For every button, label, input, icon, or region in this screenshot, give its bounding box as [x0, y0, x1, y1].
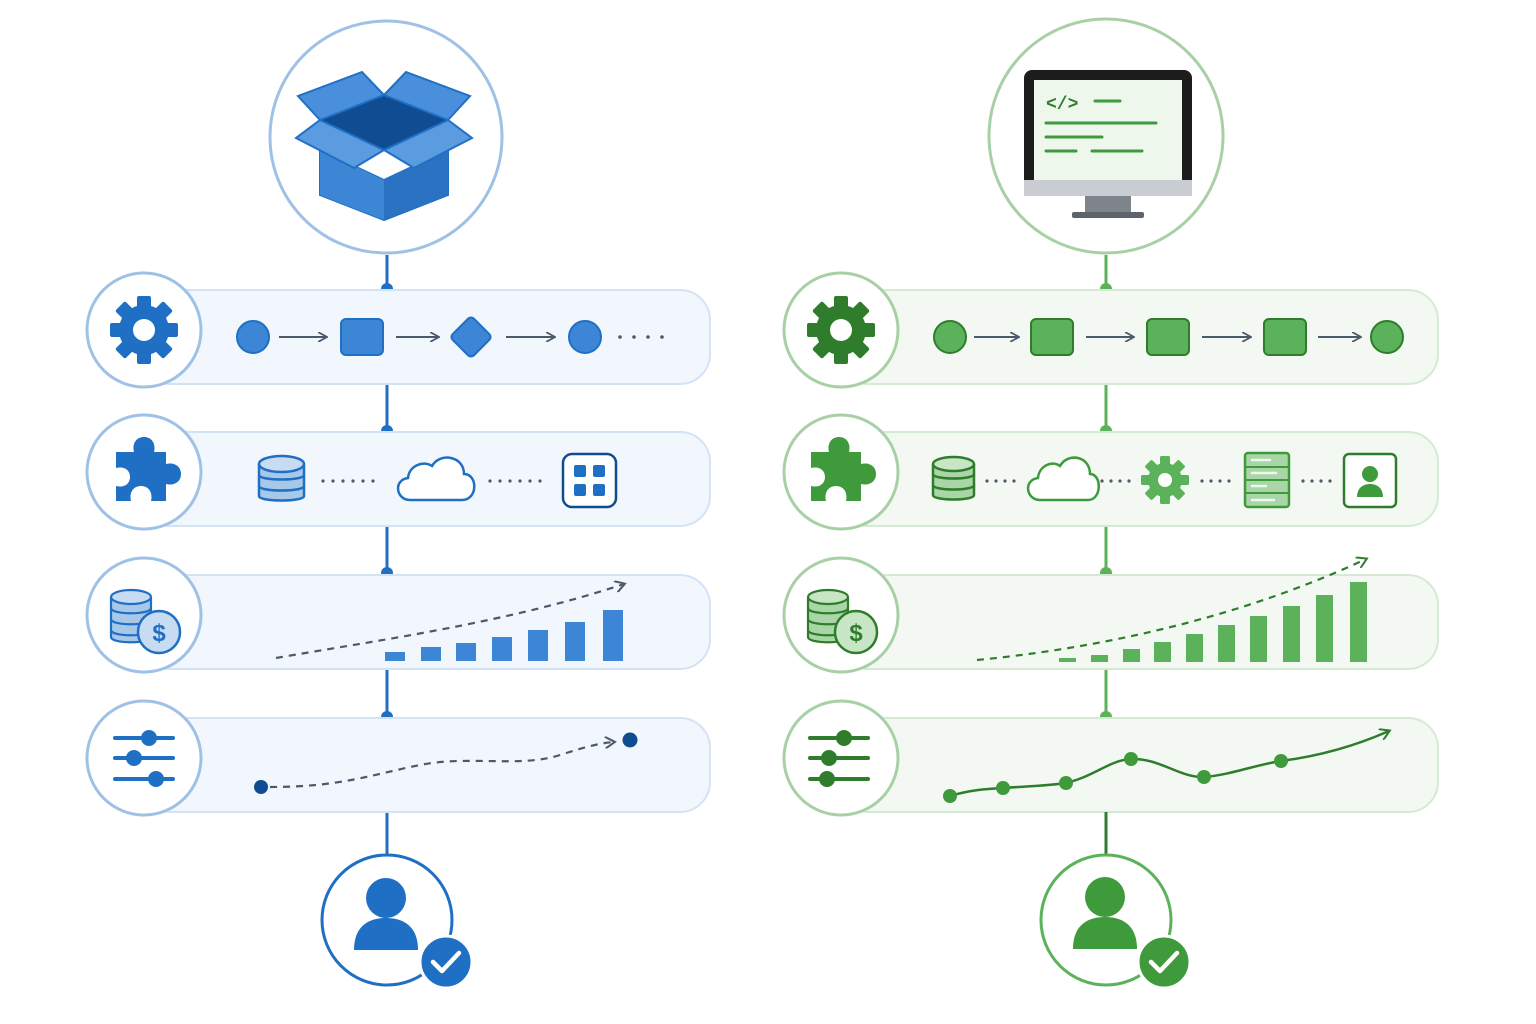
gear-icon [807, 296, 875, 364]
server-icon [1243, 451, 1291, 509]
gear-icon [1141, 456, 1189, 504]
right-bottom-node [1039, 812, 1192, 990]
left-column: $ [85, 19, 711, 990]
database-icon [931, 455, 976, 501]
user-icon [354, 878, 418, 950]
svg-text:$: $ [152, 620, 166, 647]
trend-line [254, 732, 638, 794]
left-bottom-node [320, 853, 474, 990]
left-top-node [268, 19, 504, 255]
left-row-integrations [85, 413, 711, 531]
growth-trend-arrow [976, 559, 1366, 662]
right-row-integrations [782, 413, 1439, 531]
right-top-node: </> [987, 17, 1225, 255]
monitor-code-icon: </> [1024, 70, 1192, 218]
coins-dollar-icon: $ [109, 588, 182, 655]
coins-dollar-icon: $ [806, 588, 879, 655]
svg-text:$: $ [849, 620, 863, 647]
puzzle-icon [116, 437, 181, 501]
open-box-icon [294, 70, 474, 222]
process-flow [933, 318, 1404, 356]
left-row-growth: $ [85, 556, 711, 674]
cloud-icon [1026, 456, 1100, 502]
left-row-process [85, 271, 711, 389]
right-row-trend [782, 699, 1439, 817]
gear-icon [110, 296, 178, 364]
puzzle-icon [811, 437, 876, 501]
cloud-icon [396, 456, 476, 502]
check-badge-icon [1136, 934, 1192, 990]
user-icon [1073, 877, 1137, 949]
growth-bars [385, 610, 623, 661]
svg-text:</>: </> [1046, 95, 1078, 115]
check-badge-icon [418, 934, 474, 990]
growth-bars [1059, 582, 1367, 662]
right-column: </> [782, 17, 1439, 990]
right-row-process [782, 271, 1439, 389]
growth-trend-arrow [275, 584, 624, 660]
process-flow [236, 316, 664, 358]
sliders-icon [113, 730, 175, 787]
trend-line-points [943, 731, 1389, 803]
sliders-icon [808, 730, 870, 787]
left-row-trend [85, 699, 711, 817]
database-icon [257, 454, 306, 502]
right-row-growth: $ [782, 558, 1439, 674]
profile-card-icon [1342, 452, 1398, 509]
app-grid-icon [561, 452, 618, 509]
